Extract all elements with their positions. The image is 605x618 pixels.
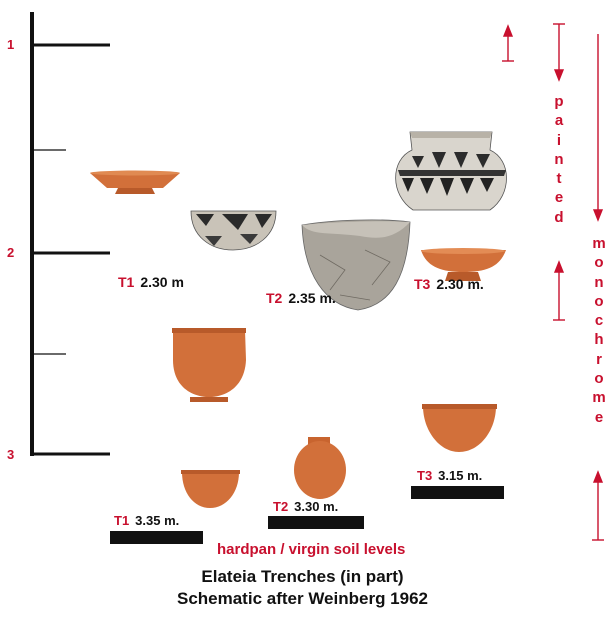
vessel-t1-deep-bowl [172,328,246,402]
caption-line-1: Elateia Trenches (in part) [0,567,605,587]
vessel-t3-hemispherical-bowl [422,404,497,452]
scale-tick-label-2: 2 [7,245,14,260]
vessel-t1-small-bowl [181,470,240,508]
vessel-t3-painted-jar [396,132,507,210]
scale-tick-label-3: 3 [7,447,14,462]
hardpan-label: hardpan / virgin soil levels [217,541,405,558]
label-painted: p a i n t e d [551,92,567,227]
hardpan-bar-t3 [411,486,504,499]
vessel-t2-round-jar [294,437,346,499]
vessel-t1-shallow-bowl [90,171,180,195]
label-monochrome: m o n o c h r o m e [591,234,605,427]
hardpan-bar-t2 [268,516,364,529]
hardpan-bar-t1 [110,531,203,544]
vessel-t2-painted-bowl [191,211,276,250]
caption-line-2: Schematic after Weinberg 1962 [0,589,605,609]
scale-tick-label-1: 1 [7,37,14,52]
